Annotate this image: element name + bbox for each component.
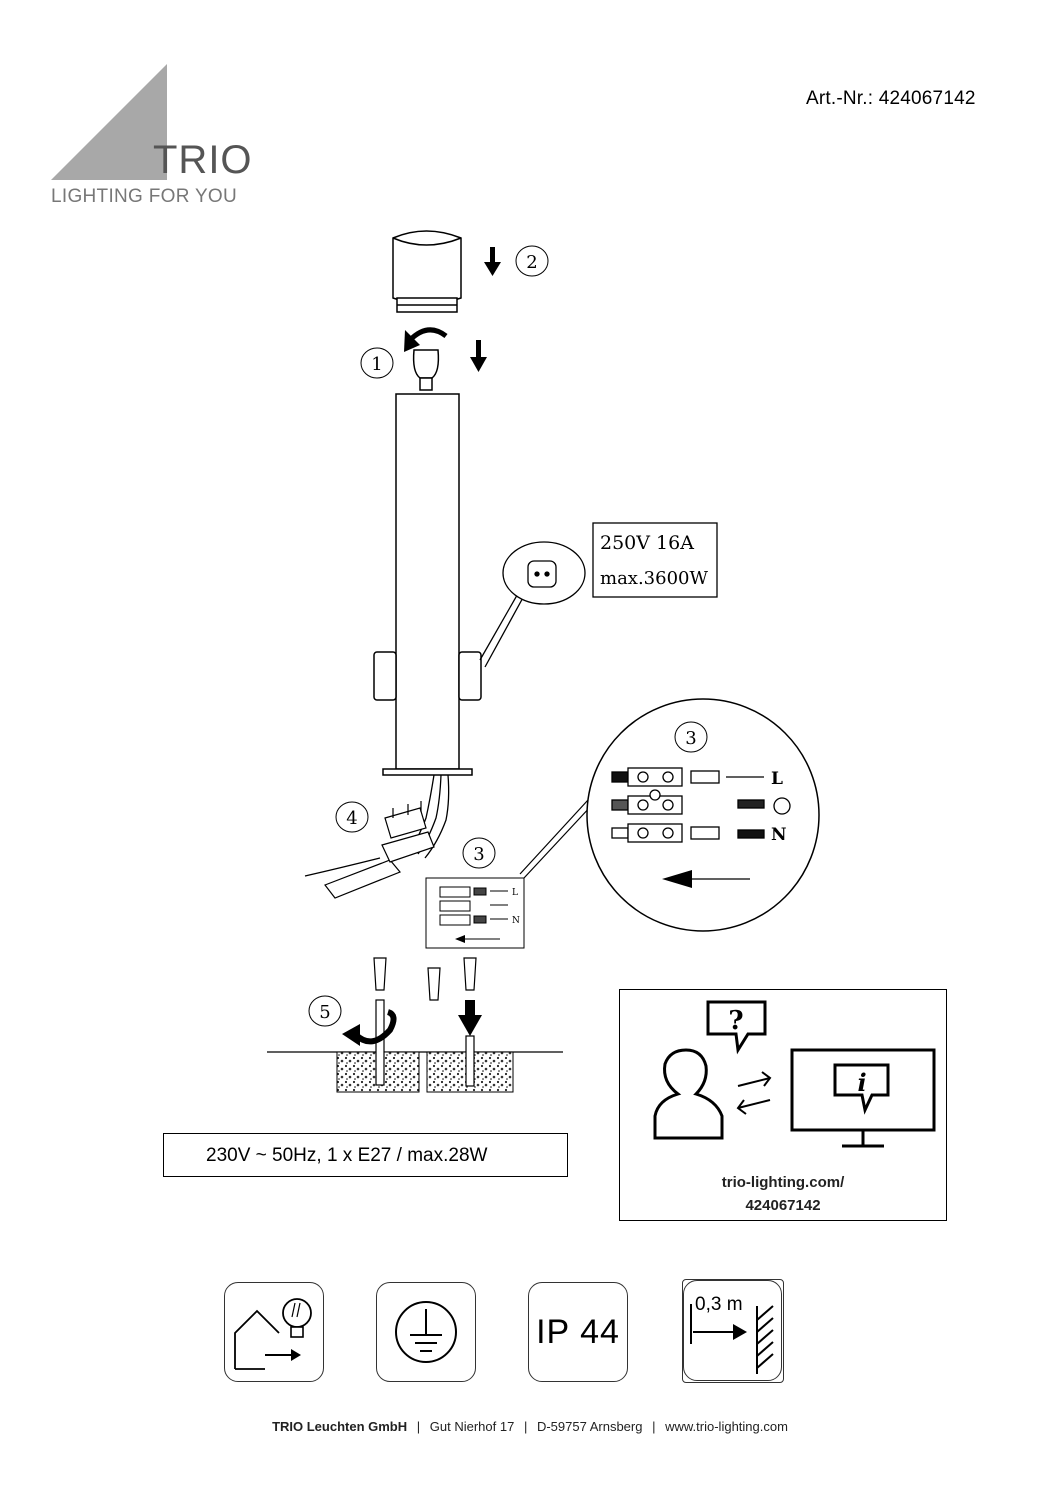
terminal-n-label: N (771, 825, 787, 845)
info-box: ? i (619, 989, 947, 1221)
socket-rating-box: 250V 16A max.3600W (592, 522, 718, 598)
terminal-n-small: N (512, 916, 520, 926)
logo-name: TRIO (153, 138, 253, 182)
question-icon: ? (728, 1006, 743, 1036)
terminal-l-small: L (512, 888, 518, 898)
wiring-detail-circle: 3 (586, 698, 820, 932)
footer-city: D-59757 Arnsberg (536, 1419, 643, 1434)
rotate-arrow-head-icon (404, 330, 420, 352)
step-4-marker: 4 (335, 801, 369, 833)
wall-plugs (373, 957, 477, 1001)
distance-label: 0,3 m (695, 1294, 743, 1315)
support-illustration: ? i (653, 1000, 936, 1148)
step-2-label: 2 (526, 252, 537, 273)
lamp-post (373, 393, 482, 776)
arrow-down-icon (458, 1000, 482, 1036)
info-code: 424067142 (745, 1197, 821, 1214)
footer-separator: | (652, 1419, 656, 1434)
protection-class-symbol (376, 1282, 476, 1382)
lamp-shade (392, 230, 462, 313)
rotate-arrow-icon (408, 327, 448, 342)
socket-rating-line1: 250V 16A (600, 532, 694, 554)
step-3-label-large: 3 (685, 728, 696, 749)
footer-company: TRIO Leuchten GmbH (272, 1419, 408, 1434)
footer-website[interactable]: www.trio-lighting.com (665, 1419, 788, 1434)
bulb-icon (412, 349, 440, 391)
arrow-down-icon (470, 340, 487, 372)
step-5-marker: 5 (308, 995, 342, 1027)
step-1-marker: 1 (360, 347, 394, 379)
logo-tagline: LIGHTING FOR YOU (51, 186, 238, 207)
house-bulb-icon (234, 1298, 312, 1370)
wiring-panel-small (425, 877, 525, 949)
trio-logo (51, 64, 167, 180)
info-icon: i (857, 1068, 866, 1097)
wiring-callout-lines (519, 799, 593, 879)
junction-box (304, 801, 435, 899)
footer-address: Gut Nierhof 17 (429, 1419, 515, 1434)
distance-symbol: 0,3 m (682, 1279, 784, 1383)
footer-separator: | (416, 1419, 421, 1434)
ground-icon (395, 1301, 457, 1363)
socket-callout (479, 541, 586, 668)
terminal-l-label: L (771, 769, 783, 789)
socket-rating-line2: max.3600W (600, 568, 708, 589)
electrical-spec: 230V ~ 50Hz, 1 x E27 / max.28W (163, 1133, 568, 1177)
ground-holes (336, 1051, 514, 1093)
ip-rating-symbol: IP 44 (528, 1282, 628, 1382)
distance-arrow-icon (690, 1304, 774, 1374)
arrow-down-icon (484, 247, 501, 276)
rotate-arrow-icon (353, 1009, 397, 1045)
info-url[interactable]: trio-lighting.com/ (721, 1174, 845, 1191)
step-2-marker: 2 (515, 245, 549, 277)
arrow-left-icon (455, 935, 465, 943)
step-5-label: 5 (319, 1002, 330, 1023)
indoor-use-symbol (224, 1282, 324, 1382)
arrow-left-icon (662, 870, 692, 888)
footer-separator: | (523, 1419, 528, 1434)
step-3-label-small: 3 (473, 844, 484, 865)
step-3-marker-small: 3 (462, 837, 496, 869)
article-number: Art.-Nr.: 424067142 (806, 88, 976, 109)
ip-rating-label: IP 44 (536, 1312, 620, 1351)
exchange-arrows-icon (736, 1071, 772, 1115)
step-4-label: 4 (346, 808, 357, 829)
footer: TRIO Leuchten GmbH | Gut Nierhof 17 | D-… (0, 1419, 1060, 1434)
step-1-label: 1 (371, 354, 382, 375)
